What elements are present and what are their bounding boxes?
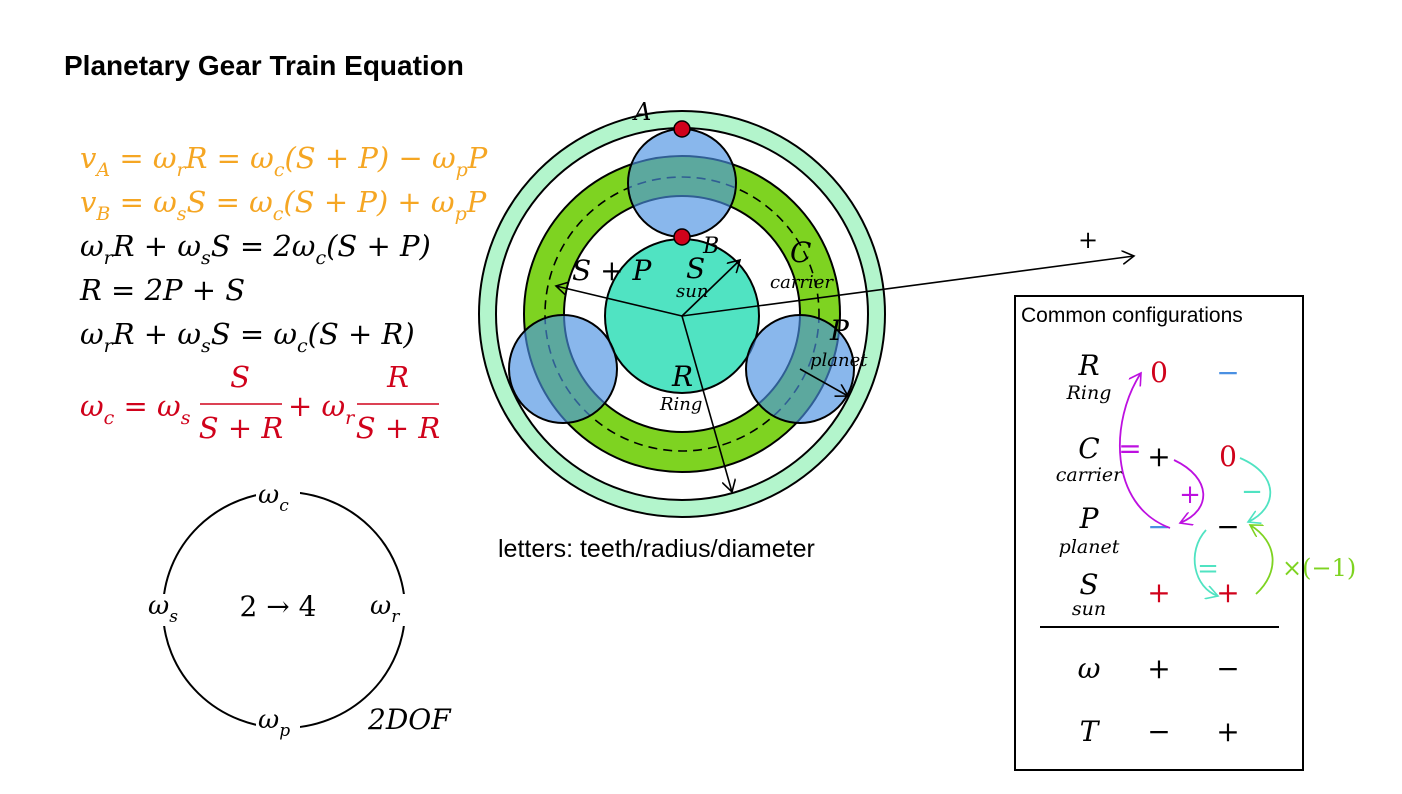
arrow-ring-radius: [681, 315, 732, 492]
label-b: B: [702, 234, 719, 259]
equation-va: vA = ωrR = ωc(S + P) − ωpP: [80, 141, 488, 181]
label-positive-sign: +: [1078, 226, 1098, 254]
config-omega-c1: +: [1147, 652, 1170, 685]
config-row-sun-name: sun: [1072, 598, 1106, 620]
config-ring-c2: −: [1216, 356, 1239, 389]
dof-omega-r: ωr: [370, 591, 400, 627]
arrow-sun-radius: [681, 260, 740, 317]
label-s-plus-p: S + P: [572, 254, 652, 287]
equation-sum: ωrR + ωsS = 2ωc(S + P): [80, 229, 431, 269]
arrow-purple-down: [1173, 459, 1205, 523]
equations: vA = ωrR = ωc(S + P) − ωpP vB = ωsS = ωc…: [79, 141, 488, 445]
label-planet-p: P: [829, 314, 850, 347]
equation-carrier: ωc = ωs S S + R + ωr R S + R: [80, 360, 440, 445]
equation-willis: ωrR + ωsS = ωc(S + R): [80, 317, 415, 357]
arrow-green-up: [1250, 525, 1274, 595]
dof-center: 2 → 4: [240, 590, 317, 623]
page-title: Planetary Gear Train Equation: [64, 50, 464, 81]
label-carrier-c: C: [790, 236, 811, 269]
config-ring-c1: 0: [1150, 356, 1168, 389]
svg-text:ωc = ωs: ωc = ωs: [80, 389, 191, 429]
label-planet-name: planet: [810, 350, 868, 371]
arrow-positive-direction: [681, 256, 1134, 317]
config-sun-c1: +: [1147, 576, 1170, 609]
arrow-sp-radius: [556, 286, 683, 317]
times-negative-one-label: ×(−1): [1282, 554, 1356, 582]
config-row-ring-name: Ring: [1066, 382, 1112, 404]
label-sun-name: sun: [676, 281, 708, 302]
purple-plus-label: +: [1179, 480, 1201, 510]
config-row-planet-name: planet: [1059, 536, 1120, 558]
config-heading: Common configurations: [1021, 304, 1243, 327]
config-row-sun-symbol: S: [1079, 568, 1098, 601]
config-sun-c2: +: [1216, 576, 1239, 609]
config-table: Common configurations R Ring C carrier P…: [1014, 295, 1356, 771]
config-carrier-c1: +: [1147, 440, 1170, 473]
arrow-purple-up: [1119, 373, 1171, 529]
config-omega-c2: −: [1216, 652, 1239, 685]
point-a-marker: [673, 120, 691, 138]
label-carrier-name: carrier: [770, 272, 834, 293]
equation-vb: vB = ωsS = ωc(S + P) + ωpP: [80, 185, 487, 225]
dof-label: 2DOF: [367, 703, 452, 736]
config-carrier-c2: 0: [1219, 440, 1237, 473]
config-planet-c2: −: [1216, 510, 1239, 543]
svg-text:S + R: S + R: [199, 411, 283, 445]
gear-caption: letters: teeth/radius/diameter: [498, 535, 815, 563]
svg-text:S: S: [230, 360, 250, 394]
equation-ring: R = 2P + S: [79, 273, 245, 307]
teal-equals-label: =: [1197, 554, 1219, 584]
svg-text:S + R: S + R: [356, 411, 440, 445]
point-b-marker: [673, 228, 691, 246]
planet-gear-top: [627, 128, 737, 238]
dof-omega-p: ωp: [258, 705, 290, 741]
arrow-planet-radius: [799, 368, 848, 396]
dof-omega-c: ωc: [258, 480, 289, 516]
purple-equals-label: =: [1118, 432, 1141, 465]
label-a: A: [632, 98, 651, 126]
config-torque-c2: +: [1216, 715, 1239, 748]
svg-text:R: R: [386, 360, 409, 394]
config-row-planet-symbol: P: [1079, 502, 1100, 535]
config-row-carrier-symbol: C: [1078, 432, 1099, 465]
dof-omega-s: ωs: [148, 591, 178, 627]
gear-diagram: A B S + P S sun C carrier P planet R Rin…: [478, 98, 1134, 563]
label-ring-r: R: [671, 360, 693, 393]
planet-gear-left: [508, 314, 618, 424]
config-row-carrier-name: carrier: [1056, 464, 1124, 486]
label-sun-s: S: [686, 252, 705, 285]
config-omega-symbol: ω: [1078, 652, 1101, 685]
dof-circle: ωc ωs ωr ωp 2 → 4 2DOF: [146, 480, 452, 742]
config-row-ring-symbol: R: [1077, 349, 1099, 382]
svg-text:+ ωr: + ωr: [288, 389, 356, 429]
teal-minus-label: −: [1241, 477, 1263, 507]
arrow-teal-curve: [1193, 529, 1218, 596]
arrow-teal-down: [1239, 457, 1272, 522]
label-ring-name: Ring: [659, 394, 702, 415]
config-torque-c1: −: [1147, 715, 1170, 748]
config-torque-symbol: T: [1080, 715, 1101, 748]
